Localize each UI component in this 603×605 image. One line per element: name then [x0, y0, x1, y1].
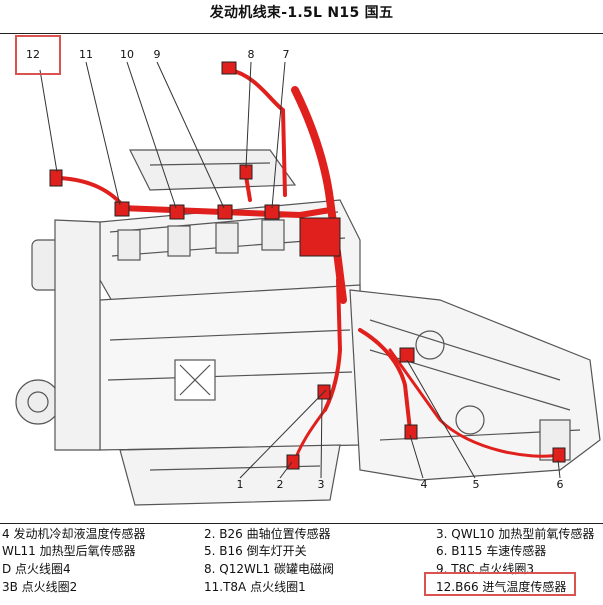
- legend-item-10: 3B 点火线圈2: [2, 580, 78, 594]
- connector-2: [286, 454, 300, 470]
- callout-7: 7: [283, 48, 290, 61]
- leader-lines: [39, 61, 561, 479]
- connector-top: [221, 61, 237, 75]
- legend-item-8: 8. Q12WL1 碳罐电磁阀: [204, 562, 334, 576]
- legend-item-3: 3. QWL10 加热型前氧传感器: [436, 527, 595, 541]
- callout-5: 5: [473, 478, 480, 491]
- legend-item-12: 12.B66 进气温度传感器: [436, 580, 567, 594]
- callout-1: 1: [237, 478, 244, 491]
- legend-item-1: 4 发动机冷却液温度传感器: [2, 527, 146, 541]
- callout-12-highlight: [15, 35, 61, 75]
- connector-5: [399, 347, 415, 363]
- connectors: [49, 61, 566, 470]
- engine-outline: [15, 149, 601, 506]
- legend-item-5: 5. B16 倒车灯开关: [204, 544, 307, 558]
- callout-12: 12: [26, 48, 40, 61]
- legend-item-7: D 点火线圈4: [2, 562, 71, 576]
- fuse-box: [299, 217, 341, 257]
- callout-3: 3: [318, 478, 325, 491]
- legend-item-12-highlight: [424, 572, 576, 596]
- callout-10: 10: [120, 48, 134, 61]
- legend-item-4: WL11 加热型后氧传感器: [2, 544, 136, 558]
- legend-item-2: 2. B26 曲轴位置传感器: [204, 527, 331, 541]
- connector-10: [169, 204, 185, 220]
- connector-6: [552, 447, 566, 463]
- connector-9: [217, 204, 233, 220]
- callout-11: 11: [79, 48, 93, 61]
- callout-6: 6: [557, 478, 564, 491]
- legend-item-11: 11.T8A 点火线圈1: [204, 580, 306, 594]
- callout-4: 4: [421, 478, 428, 491]
- page-title: 发动机线束-1.5L N15 国五: [209, 5, 394, 21]
- engine-harness-diagram: 12 11 10 9 8 7 1 2 3 4 5 6: [15, 35, 601, 506]
- connector-12: [49, 169, 63, 187]
- callout-9: 9: [154, 48, 161, 61]
- legend-item-6: 6. B115 车速传感器: [436, 544, 547, 558]
- callout-8: 8: [248, 48, 255, 61]
- legend-divider: [0, 523, 603, 524]
- connector-11: [114, 201, 130, 217]
- callout-2: 2: [277, 478, 284, 491]
- top-divider: [0, 33, 603, 34]
